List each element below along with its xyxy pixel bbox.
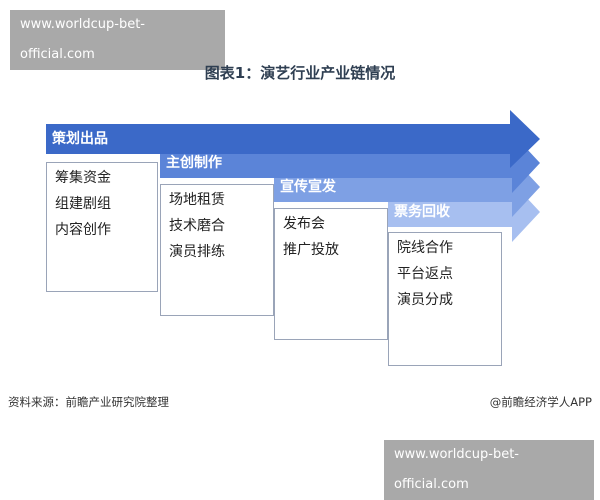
stage-4-item: 演员分成 bbox=[397, 292, 453, 308]
watermark-banner-top: www.worldcup-bet-official.com bbox=[10, 10, 225, 70]
stage-4-title: 票务回收 bbox=[394, 204, 450, 220]
stage-1-item: 内容创作 bbox=[55, 222, 111, 238]
stage-1-box: 筹集资金 组建剧组 内容创作 bbox=[46, 162, 158, 292]
stage-3-item: 推广投放 bbox=[283, 242, 339, 258]
watermark-banner-bottom: www.worldcup-bet-official.com bbox=[384, 440, 594, 500]
chain-arrows bbox=[46, 110, 540, 242]
stage-3-item: 发布会 bbox=[283, 216, 325, 232]
stage-4-item: 平台返点 bbox=[397, 266, 453, 282]
chart-title: 图表1：演艺行业产业链情况 bbox=[204, 64, 396, 82]
stage-2-item: 技术磨合 bbox=[169, 218, 225, 234]
stage-1-title: 策划出品 bbox=[52, 131, 108, 147]
arrow-stage-1 bbox=[46, 110, 540, 168]
stage-2-item: 演员排练 bbox=[169, 244, 225, 260]
stage-1-item: 组建剧组 bbox=[55, 196, 111, 212]
stage-3-box: 发布会 推广投放 bbox=[274, 208, 388, 340]
stage-4-box: 院线合作 平台返点 演员分成 bbox=[388, 232, 502, 366]
stage-2-box: 场地租赁 技术磨合 演员排练 bbox=[160, 184, 274, 316]
brand-credit: @前瞻经济学人APP bbox=[489, 395, 592, 409]
stage-1-item: 筹集资金 bbox=[55, 170, 111, 186]
stage-3-title: 宣传宣发 bbox=[280, 179, 336, 195]
source-note: 资料来源：前瞻产业研究院整理 bbox=[8, 395, 169, 409]
stage-2-item: 场地租赁 bbox=[169, 192, 225, 208]
stage-2-title: 主创制作 bbox=[166, 155, 222, 171]
stage-4-item: 院线合作 bbox=[397, 240, 453, 256]
